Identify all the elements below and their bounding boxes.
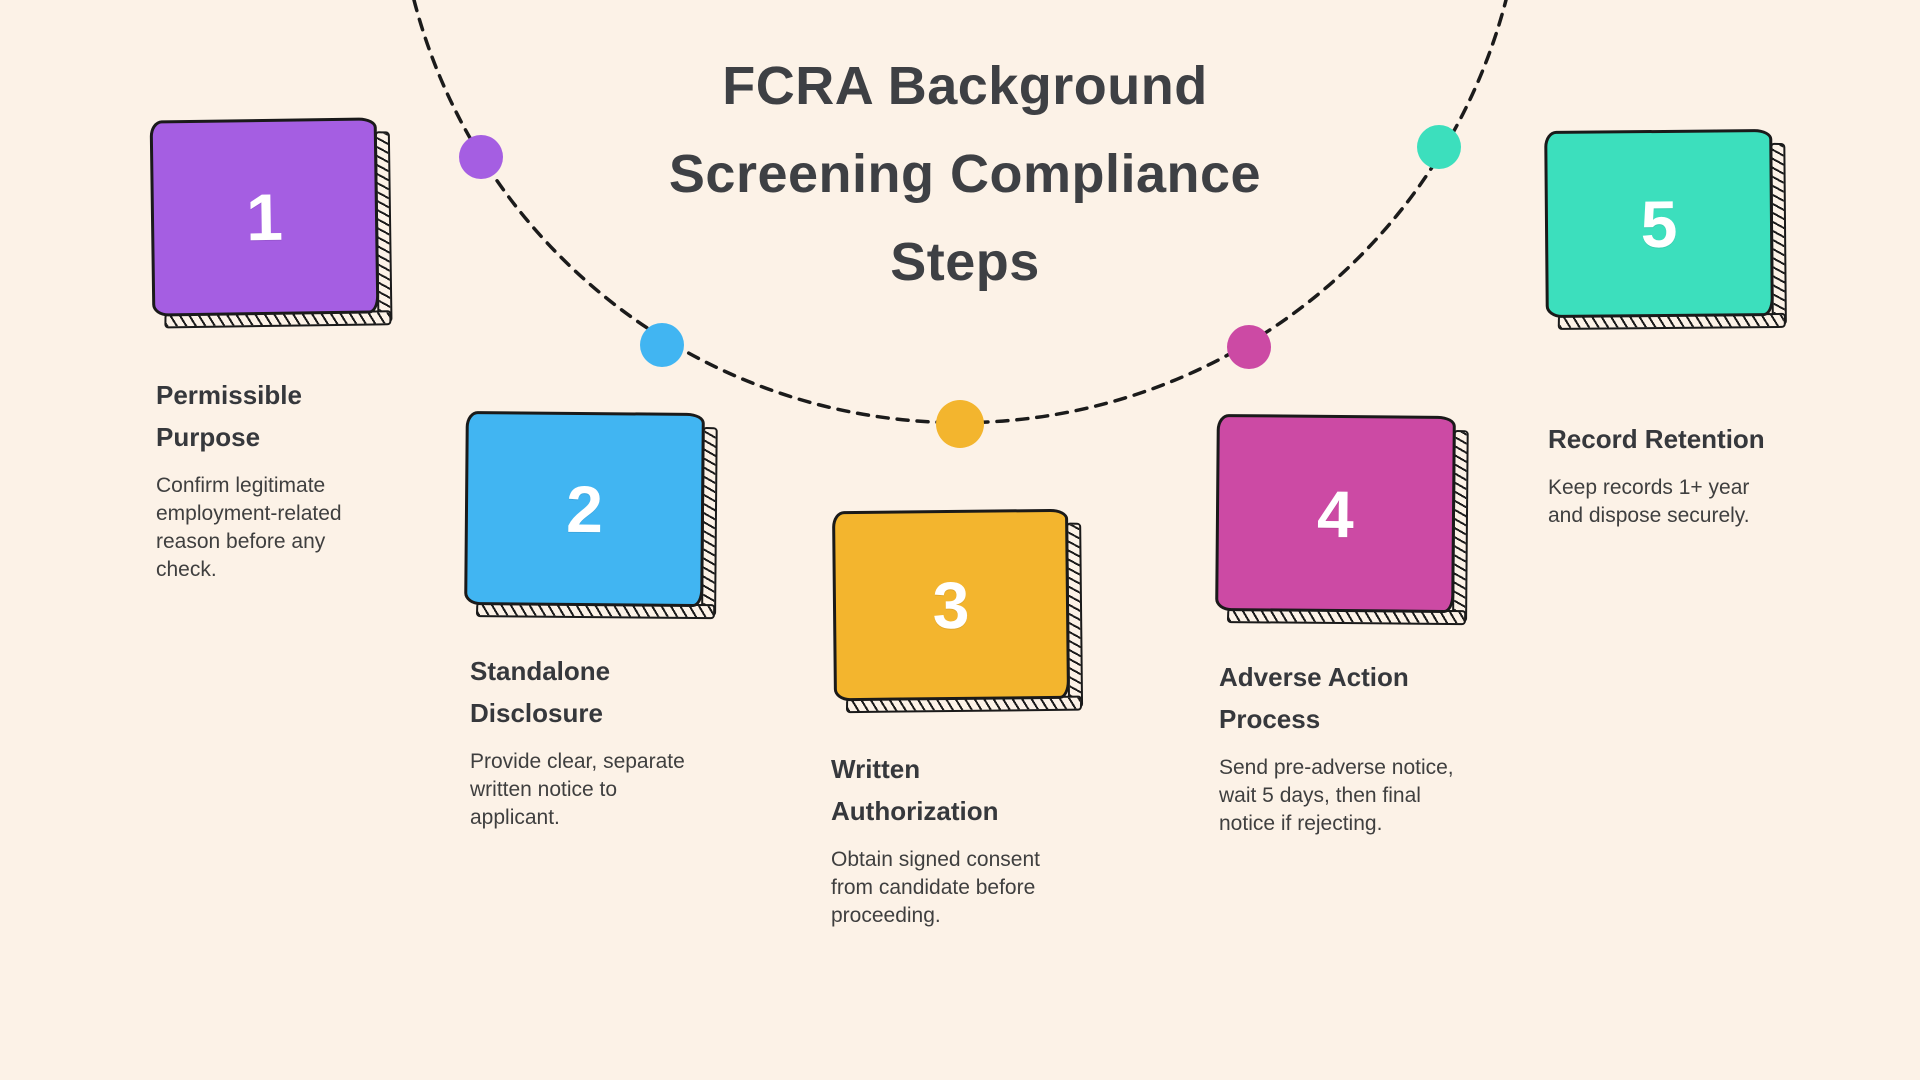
step-3-box-face: 3 (832, 508, 1070, 702)
step-1-box-face: 1 (149, 117, 380, 317)
step-4-box-face: 4 (1215, 413, 1456, 614)
step-3-text: Written Authorization Obtain signed cons… (831, 748, 1056, 930)
step-2-box: 2 (464, 410, 718, 620)
step-5-text: Record Retention Keep records 1+ year an… (1548, 418, 1868, 530)
step-2-box-face: 2 (464, 410, 705, 608)
step-2-text: Standalone Disclosure Provide clear, sep… (470, 650, 695, 832)
step-5-box-face: 5 (1544, 129, 1774, 318)
arc-dot-step2 (640, 323, 684, 367)
step-4-box: 4 (1215, 413, 1469, 626)
step-1-description: Confirm legitimate employment-related re… (156, 474, 342, 581)
step-1-box: 1 (149, 117, 393, 329)
step-2-title: Standalone Disclosure (470, 656, 611, 728)
step-4-title: Adverse Action Process (1219, 662, 1409, 734)
step-3-number: 3 (932, 567, 970, 643)
step-4-text: Adverse Action Process Send pre-adverse … (1219, 656, 1467, 838)
arc-dot-step3 (936, 400, 984, 448)
arc-dot-step5 (1417, 125, 1461, 169)
step-5-title: Record Retention (1548, 424, 1765, 454)
page-title: FCRA Background Screening Compliance Ste… (515, 42, 1415, 306)
step-5-number: 5 (1640, 186, 1678, 261)
step-1-title: Permissible Purpose (156, 380, 302, 452)
step-5-box: 5 (1544, 129, 1787, 330)
step-2-number: 2 (565, 471, 604, 547)
page-title-line-2: Screening Compliance (668, 144, 1262, 204)
arc-dot-step1 (459, 135, 503, 179)
step-5-description: Keep records 1+ year and dispose securel… (1548, 476, 1750, 527)
step-3-description: Obtain signed consent from candidate bef… (831, 848, 1040, 927)
arc-dot-step4 (1227, 325, 1271, 369)
page-title-line-1: FCRA Background (722, 56, 1208, 116)
page-title-line-3: Steps (890, 232, 1040, 292)
step-1-number: 1 (245, 179, 284, 255)
step-3-title: Written Authorization (831, 754, 999, 826)
step-4-description: Send pre-adverse notice, wait 5 days, th… (1219, 756, 1454, 835)
step-3-box: 3 (832, 508, 1084, 714)
step-2-description: Provide clear, separate written notice t… (470, 750, 685, 829)
step-4-number: 4 (1316, 476, 1355, 551)
step-1-text: Permissible Purpose Confirm legitimate e… (156, 374, 356, 584)
